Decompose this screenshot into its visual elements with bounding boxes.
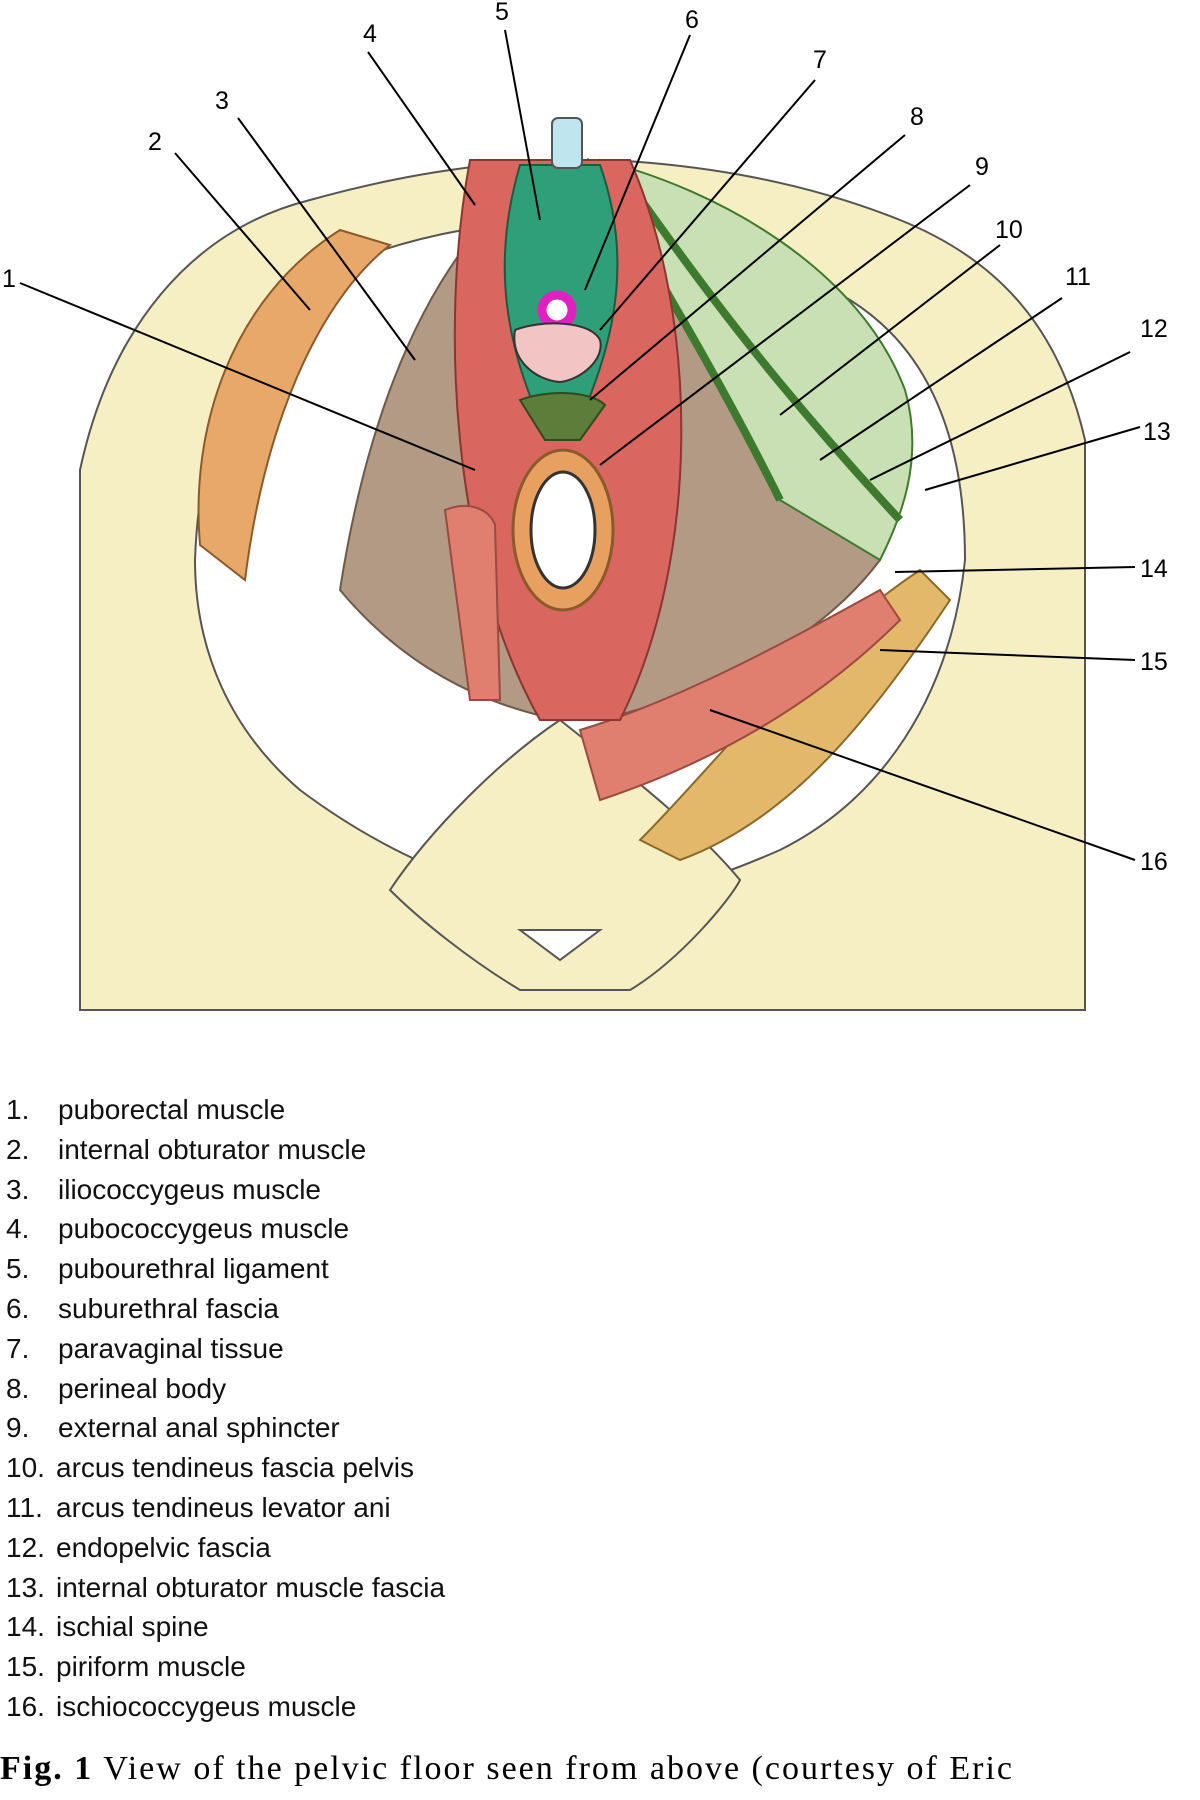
callout-10: 10 <box>995 216 1023 244</box>
pubic-symphysis <box>551 117 583 169</box>
caption-text: View of the pelvic floor seen from above… <box>103 1750 1014 1787</box>
legend-item: 2. internal obturator muscle <box>6 1130 706 1170</box>
legend-item: 12. endopelvic fascia <box>6 1528 706 1568</box>
callout-15: 15 <box>1140 648 1168 676</box>
callout-numbers: 1 2 3 4 5 6 7 8 9 10 11 12 13 14 15 16 <box>2 0 1171 876</box>
legend-number: 12. <box>6 1531 45 1563</box>
legend-text: ischial spine <box>56 1611 209 1643</box>
callout-7: 7 <box>813 46 827 74</box>
legend-item: 11. arcus tendineus levator ani <box>6 1488 706 1528</box>
callout-4: 4 <box>363 20 377 48</box>
legend-text: suburethral fascia <box>58 1292 280 1324</box>
legend-text: ischiococcygeus muscle <box>56 1690 357 1722</box>
urethra-ring <box>537 290 577 330</box>
ischiococcygeus-muscle <box>578 588 902 802</box>
perineal-body <box>518 392 607 441</box>
callout-lines <box>19 29 1141 861</box>
caption-label: Fig. 1 <box>0 1750 94 1787</box>
sacrum <box>388 718 742 991</box>
legend-number: 10. <box>6 1452 45 1484</box>
puborectal-cut-end <box>443 505 502 701</box>
legend-text: paravaginal tissue <box>58 1332 284 1364</box>
legend-item: 5. pubourethral ligament <box>6 1249 706 1289</box>
legend-number: 2. <box>6 1133 30 1165</box>
legend-number: 11. <box>6 1491 43 1523</box>
legend-item: 8. perineal body <box>6 1369 706 1409</box>
legend-number: 7. <box>6 1332 30 1364</box>
legend-number: 9. <box>6 1412 30 1444</box>
callout-1: 1 <box>2 265 16 293</box>
pelvic-floor-illustration: 1 2 3 4 5 6 7 8 9 10 11 12 13 14 15 16 <box>2 0 1171 1011</box>
legend-text: internal obturator muscle <box>58 1133 367 1165</box>
legend-number: 15. <box>6 1651 45 1683</box>
legend-text: pubourethral ligament <box>58 1253 329 1285</box>
legend-text: pubococcygeus muscle <box>58 1213 350 1245</box>
legend-text: arcus tendineus fascia pelvis <box>56 1452 414 1484</box>
callout-11: 11 <box>1065 263 1091 291</box>
legend-item: 1. puborectal muscle <box>6 1090 706 1130</box>
legend-item: 16. ischiococcygeus muscle <box>6 1687 706 1727</box>
vagina <box>513 322 602 384</box>
legend-number: 14. <box>6 1611 45 1643</box>
legend-number: 3. <box>6 1173 30 1205</box>
legend-item: 9. external anal sphincter <box>6 1408 706 1448</box>
callout-6: 6 <box>685 6 699 34</box>
legend-item: 7. paravaginal tissue <box>6 1329 706 1369</box>
legend-list: 1. puborectal muscle 2. internal obturator… <box>6 1090 706 1727</box>
legend-text: piriform muscle <box>56 1651 246 1683</box>
legend-text: endopelvic fascia <box>56 1531 271 1563</box>
legend-number: 4. <box>6 1213 30 1245</box>
legend-text: puborectal muscle <box>58 1094 286 1125</box>
legend-item: 14. ischial spine <box>6 1607 706 1647</box>
legend-text: iliococcygeus muscle <box>58 1173 321 1205</box>
legend-number: 6. <box>6 1292 30 1324</box>
callout-3: 3 <box>215 87 229 115</box>
legend-number: 13. <box>6 1571 45 1603</box>
legend-text: internal obturator muscle fascia <box>56 1571 446 1603</box>
callout-14: 14 <box>1140 555 1168 583</box>
legend-number: 1. <box>6 1094 30 1125</box>
callout-2: 2 <box>148 128 162 156</box>
legend-text: external anal sphincter <box>58 1412 340 1444</box>
legend-number: 8. <box>6 1372 30 1404</box>
callout-12: 12 <box>1140 315 1168 343</box>
legend-item: 6. suburethral fascia <box>6 1289 706 1329</box>
legend-item: 4. pubococcygeus muscle <box>6 1209 706 1249</box>
legend-text: perineal body <box>58 1372 227 1404</box>
callout-8: 8 <box>910 103 924 131</box>
legend-item: 13. internal obturator muscle fascia <box>6 1568 706 1608</box>
callout-9: 9 <box>975 153 989 181</box>
legend-item: 15. piriform muscle <box>6 1647 706 1687</box>
legend-item: 10. arcus tendineus fascia pelvis <box>6 1448 706 1488</box>
callout-13: 13 <box>1143 418 1171 446</box>
callout-16: 16 <box>1140 848 1168 876</box>
legend-item: 3. iliococcygeus muscle <box>6 1170 706 1210</box>
legend-number: 5. <box>6 1253 30 1285</box>
legend-text: arcus tendineus levator ani <box>56 1491 391 1523</box>
anal-canal <box>529 470 597 590</box>
sacral-notch <box>517 929 603 962</box>
callout-5: 5 <box>495 0 509 26</box>
legend-number: 16. <box>6 1690 45 1722</box>
left-obturator-muscle <box>197 228 393 582</box>
